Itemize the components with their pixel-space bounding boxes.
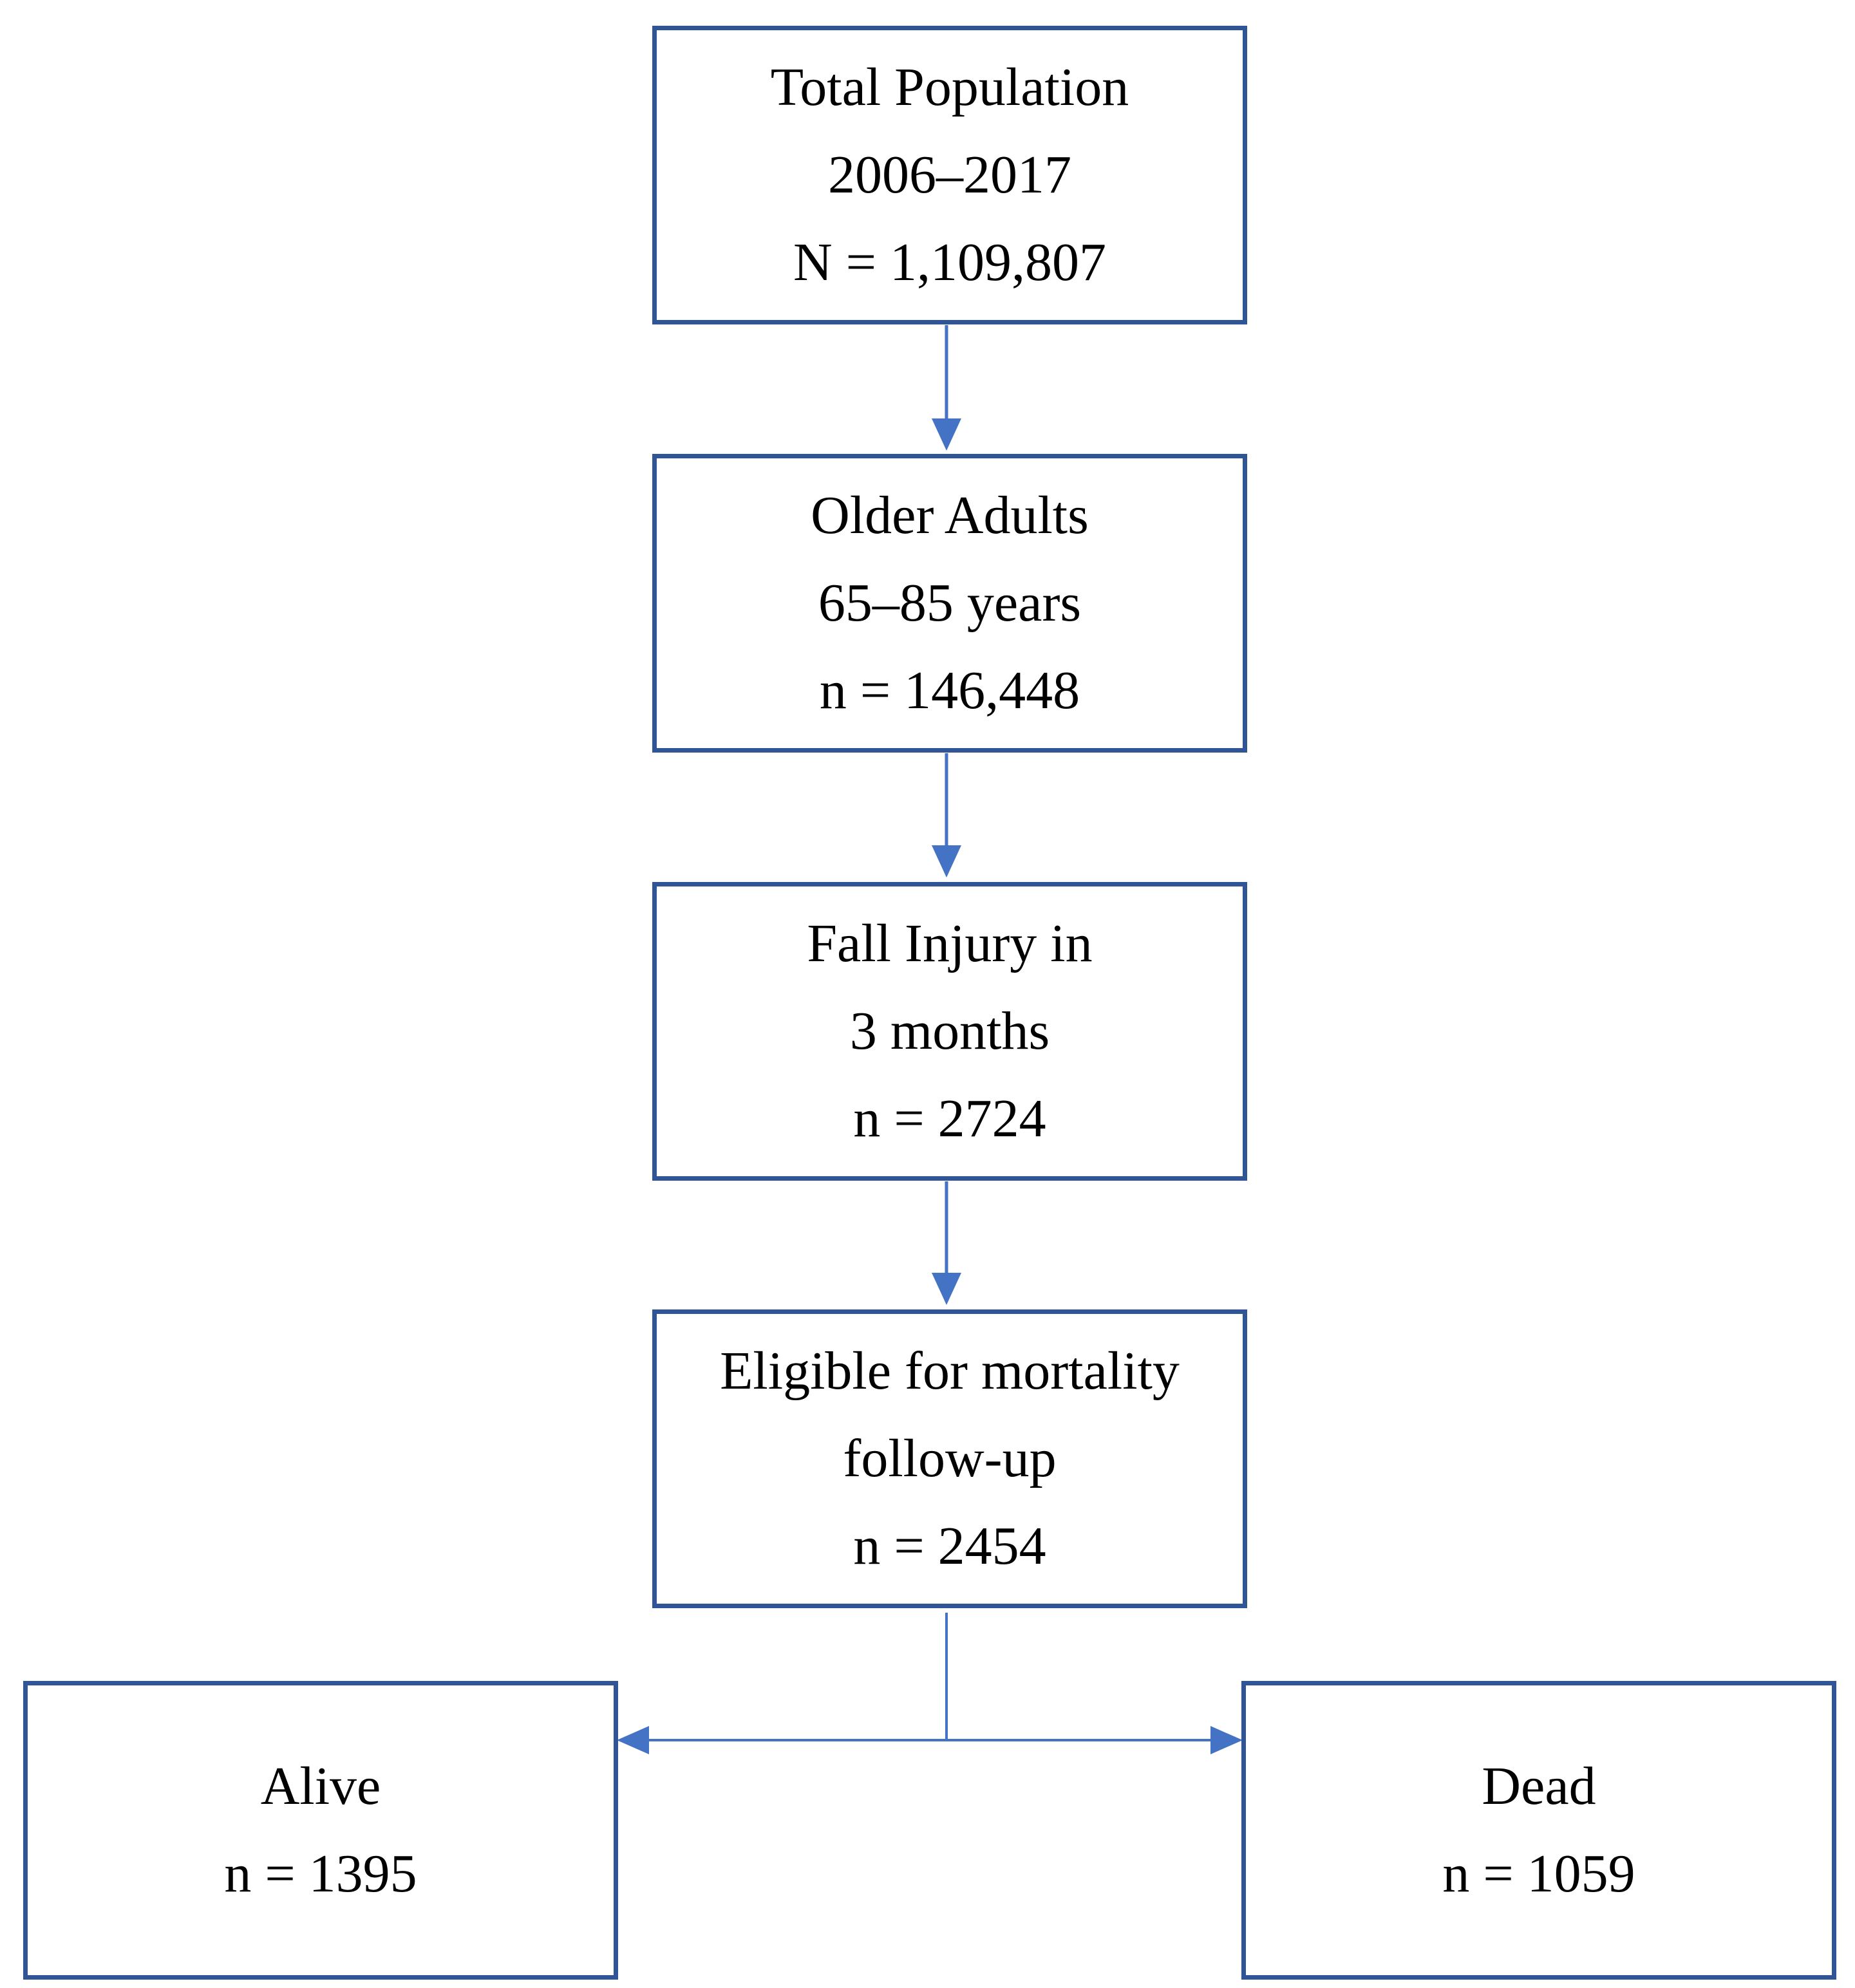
total-population-years: 2006–2017 (828, 145, 1071, 205)
eligible-subtitle: follow-up (843, 1429, 1057, 1488)
arrowhead-older-to-fall (932, 845, 961, 877)
dead-title: Dead (1482, 1756, 1596, 1816)
fall-injury-box: Fall Injury in 3 months n = 2724 (652, 882, 1247, 1181)
dead-count: n = 1059 (1442, 1844, 1635, 1904)
total-population-title: Total Population (770, 57, 1129, 117)
dead-box: Dead n = 1059 (1241, 1681, 1836, 1980)
arrowhead-to-dead (1210, 1726, 1243, 1754)
alive-box: Alive n = 1395 (23, 1681, 618, 1980)
eligible-count: n = 2454 (853, 1516, 1046, 1576)
arrowhead-total-to-older (932, 418, 961, 451)
alive-count: n = 1395 (224, 1844, 417, 1904)
arrowhead-to-alive (617, 1726, 649, 1754)
older-adults-count: n = 146,448 (819, 661, 1080, 720)
alive-title: Alive (260, 1756, 381, 1816)
older-adults-age-range: 65–85 years (818, 573, 1082, 633)
fall-injury-period: 3 months (849, 1001, 1050, 1061)
total-population-box: Total Population 2006–2017 N = 1,109,807 (652, 26, 1247, 324)
arrowhead-fall-to-eligible (932, 1273, 961, 1305)
older-adults-title: Older Adults (811, 485, 1089, 545)
total-population-count: N = 1,109,807 (793, 232, 1107, 292)
fall-injury-title: Fall Injury in (807, 914, 1093, 973)
fall-injury-count: n = 2724 (853, 1089, 1046, 1149)
eligible-box: Eligible for mortality follow-up n = 245… (652, 1309, 1247, 1608)
older-adults-box: Older Adults 65–85 years n = 146,448 (652, 454, 1247, 753)
eligible-title: Eligible for mortality (720, 1341, 1180, 1401)
